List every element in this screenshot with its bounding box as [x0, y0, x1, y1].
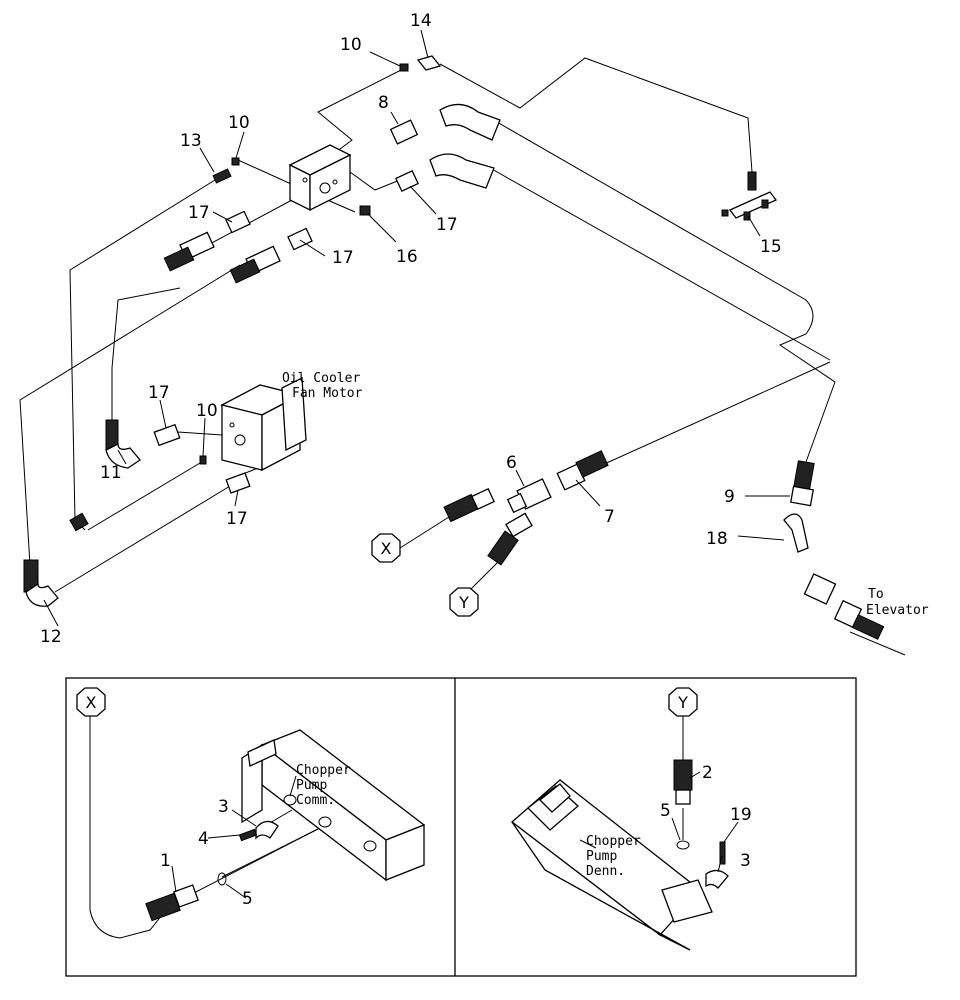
- callout-18: 18: [706, 529, 728, 549]
- fitting-6: [506, 478, 552, 514]
- flange-3-left: [255, 820, 279, 840]
- callout-6: 6: [506, 453, 517, 473]
- callout-17: 17: [148, 383, 170, 403]
- fitting-1: [145, 884, 199, 922]
- hose-end-x: [443, 487, 495, 523]
- cap-10-motor: [199, 455, 207, 465]
- oil-cooler-label-line1: Oil Cooler: [282, 371, 360, 386]
- detail-panels: [65, 677, 857, 977]
- fitting-17-left-b: [229, 227, 313, 284]
- callout-17: 17: [226, 509, 248, 529]
- fitting-17-motor-top: [153, 423, 181, 447]
- oring-5-right: [676, 840, 690, 850]
- connector-x-main-label: X: [381, 539, 392, 558]
- fitting-17-left-a: [163, 210, 251, 272]
- fitting-8: [389, 103, 501, 145]
- connector-y-detail: Y: [668, 687, 698, 717]
- comm-pump-label-line1: Chopper: [296, 763, 351, 778]
- hose-end-2: [673, 759, 693, 805]
- chopper-pump-comm: [241, 729, 426, 882]
- hose-end-7: [556, 450, 609, 491]
- elbow-18: [783, 513, 809, 553]
- fitting-14: [399, 55, 442, 72]
- detail-frame: [65, 677, 857, 977]
- fitting-17-motor-bottom: [225, 472, 251, 494]
- hose-end-9: [790, 460, 815, 507]
- comm-pump-label-line3: Comm.: [296, 793, 335, 808]
- flange-3-right: [705, 869, 729, 889]
- connector-x-main: X: [371, 533, 401, 563]
- oil-cooler-label-line2: Fan Motor: [292, 386, 363, 401]
- callout-17: 17: [436, 215, 458, 235]
- to-elevator-label-line2: Elevator: [866, 603, 929, 618]
- callout-10: 10: [228, 113, 250, 133]
- callout-17: 17: [188, 203, 210, 223]
- elevator-adapters: [803, 573, 885, 640]
- cap-10-upper: [231, 157, 240, 166]
- callout-12: 12: [40, 627, 62, 647]
- leader-lines: [43, 29, 790, 899]
- callout-17: 17: [332, 248, 354, 268]
- callout-5: 5: [660, 801, 671, 821]
- callout-19: 19: [730, 805, 752, 825]
- connector-y-main-label: Y: [458, 593, 469, 612]
- callout-3: 3: [218, 797, 229, 817]
- callout-5: 5: [242, 889, 253, 909]
- callout-13: 13: [180, 131, 202, 151]
- callout-11: 11: [100, 463, 122, 483]
- oil-cooler-fan-motor: [220, 376, 307, 472]
- bolt-19: [719, 841, 726, 865]
- callout-10: 10: [196, 401, 218, 421]
- text-labels: Oil Cooler Fan Motor To Elevator Chopper…: [282, 371, 929, 879]
- callout-1: 1: [160, 851, 171, 871]
- callout-2: 2: [702, 763, 713, 783]
- callout-3: 3: [740, 851, 751, 871]
- callout-10: 10: [340, 35, 362, 55]
- elbow-12: [23, 559, 59, 607]
- callout-numbers: 14 10 8 13 10 17 17 16 17 15 17 10 11 17…: [40, 11, 782, 909]
- oring-5-left: [217, 872, 227, 886]
- denn-pump-label-line2: Pump: [586, 849, 617, 864]
- to-elevator-label-line1: To: [868, 587, 884, 602]
- plug-16: [359, 205, 371, 216]
- hose-lines: [19, 57, 906, 939]
- fitting-13: [212, 168, 232, 184]
- connector-x-detail: X: [76, 687, 106, 717]
- comm-pump-label-line2: Pump: [296, 778, 327, 793]
- callout-15: 15: [760, 237, 782, 257]
- callout-4: 4: [198, 829, 209, 849]
- fitting-small-left: [69, 512, 89, 532]
- tee-15: [721, 171, 778, 221]
- denn-pump-label-line3: Denn.: [586, 864, 625, 879]
- denn-pump-label-line1: Chopper: [586, 834, 641, 849]
- chopper-pump-denn: [510, 779, 713, 951]
- callout-7: 7: [604, 507, 615, 527]
- components-upper: [23, 55, 885, 640]
- callout-8: 8: [378, 93, 389, 113]
- hose-end-y: [487, 512, 533, 566]
- elbow-11: [105, 419, 141, 469]
- connector-y-detail-label: Y: [677, 693, 688, 712]
- callout-14: 14: [410, 11, 432, 31]
- connector-y-main: Y: [449, 587, 479, 617]
- fitting-17-upper-right: [395, 153, 495, 193]
- manifold-block: [288, 144, 352, 212]
- bolt-4: [238, 828, 258, 842]
- callout-16: 16: [396, 247, 418, 267]
- callout-9: 9: [724, 487, 735, 507]
- connector-x-detail-label: X: [86, 693, 97, 712]
